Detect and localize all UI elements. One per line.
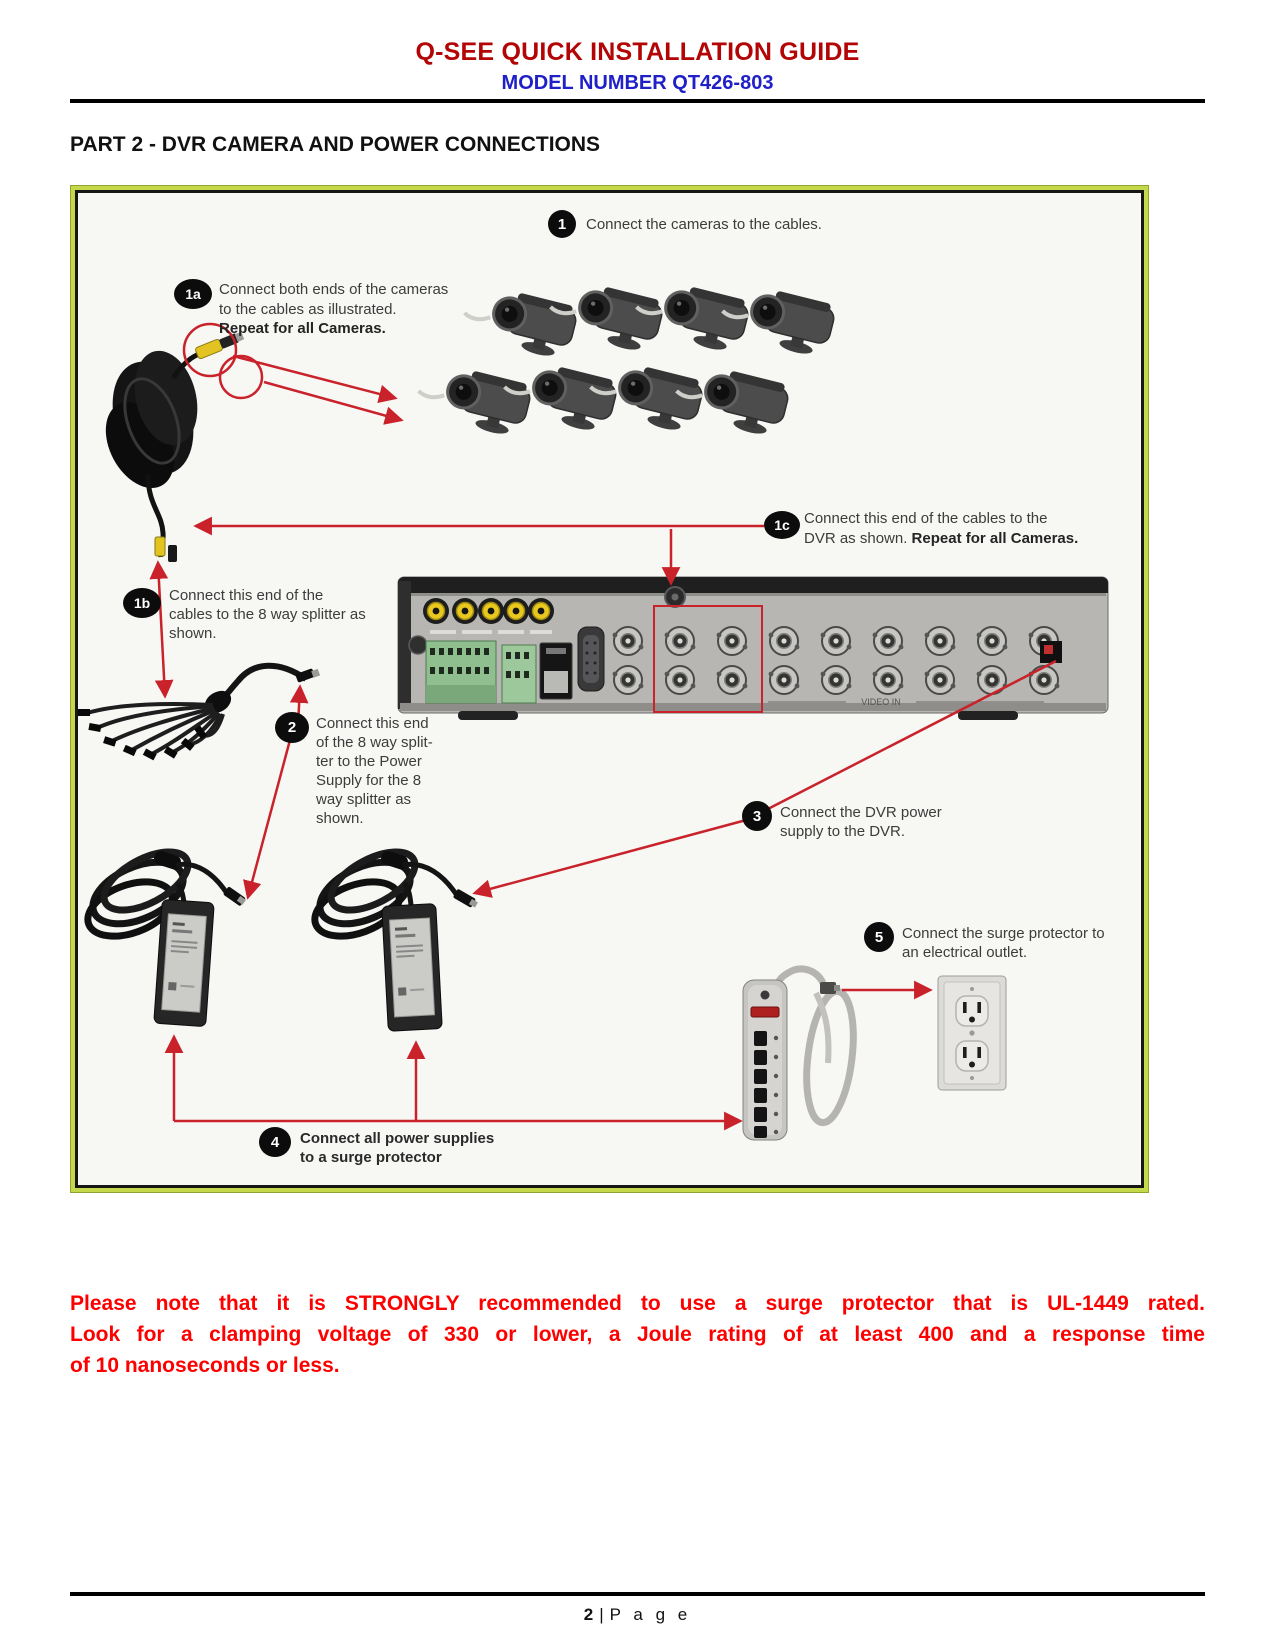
dvr-power-port	[1040, 641, 1062, 663]
annotation-line	[763, 659, 1057, 813]
note-line: of 10 nanoseconds or less.	[70, 1354, 340, 1377]
annotation-arrow	[232, 354, 398, 404]
surge-protector-illustration	[742, 965, 857, 1141]
step-5-text: Connect the surge protector to an electr…	[902, 925, 1105, 961]
step-3-text: Connect the DVR power supply to the DVR.	[780, 804, 942, 840]
power-supply-illustration	[84, 848, 246, 1027]
step-1b-text: Connect this end of the cables to the 8 …	[169, 587, 366, 642]
footer-separator: |	[599, 1605, 604, 1624]
connection-diagram: VIDEO IN	[75, 190, 1144, 1188]
header-divider	[70, 99, 1205, 103]
page-number: 2	[583, 1605, 594, 1624]
step-1-badge: 1	[548, 210, 576, 238]
bnc-highlight-rect	[653, 605, 763, 713]
step-1c-badge: 1c	[764, 511, 800, 539]
ethernet-port	[539, 642, 573, 700]
step-5-badge: 5	[864, 922, 894, 952]
power-supply-illustration	[311, 848, 478, 1032]
annotation-arrow	[472, 817, 751, 898]
page-label: P a g e	[609, 1605, 692, 1624]
step-3-badge: 3	[742, 801, 772, 831]
wall-outlet-illustration	[937, 975, 1007, 1091]
step-2-badge: 2	[275, 712, 309, 743]
step-4-text: Connect all power supplies to a surge pr…	[300, 1130, 495, 1166]
video-in-label: VIDEO IN	[861, 697, 901, 707]
step-1a-badge: 1a	[174, 279, 212, 309]
surge-protector-note: Please note that it is STRONGLY recommen…	[70, 1288, 1205, 1381]
camera-cluster	[411, 272, 840, 442]
step-1a-text: Connect both ends of the cameras to the …	[219, 281, 449, 337]
annotation-arrows	[149, 322, 1057, 1131]
highlight-circle	[182, 322, 238, 378]
camera-icon	[411, 356, 536, 442]
step-2-text: Connect this end of the 8 way split- ter…	[316, 715, 433, 827]
note-line: Please note that it is STRONGLY recommen…	[70, 1292, 1205, 1315]
highlight-circle	[218, 354, 264, 400]
cable-spool-illustration	[105, 331, 245, 562]
step-4-badge: 4	[259, 1127, 291, 1157]
section-title: PART 2 - DVR CAMERA AND POWER CONNECTION…	[70, 133, 601, 156]
annotation-arrow	[243, 739, 292, 900]
terminal-block	[425, 640, 537, 704]
vga-port	[577, 626, 605, 692]
camera-icon	[457, 278, 582, 364]
note-line: Look for a clamping voltage of 330 or lo…	[70, 1323, 1205, 1346]
header-title: Q-SEE QUICK INSTALLATION GUIDE	[415, 38, 860, 66]
step-1b-badge: 1b	[123, 588, 161, 618]
page-footer: 2 | P a g e	[0, 1605, 1275, 1625]
annotation-arrow	[149, 560, 174, 699]
step-1c-text: Connect this end of the cables to the DV…	[804, 510, 1079, 547]
dvr-illustration: VIDEO IN	[397, 576, 1109, 720]
footer-divider	[70, 1592, 1205, 1596]
splitter-illustration	[78, 662, 321, 761]
step-1-text: Connect the cameras to the cables.	[586, 216, 822, 233]
diagram-artwork: VIDEO IN	[78, 272, 1109, 1141]
annotation-arrow	[263, 380, 404, 425]
model-number: MODEL NUMBER QT426-803	[501, 72, 774, 94]
